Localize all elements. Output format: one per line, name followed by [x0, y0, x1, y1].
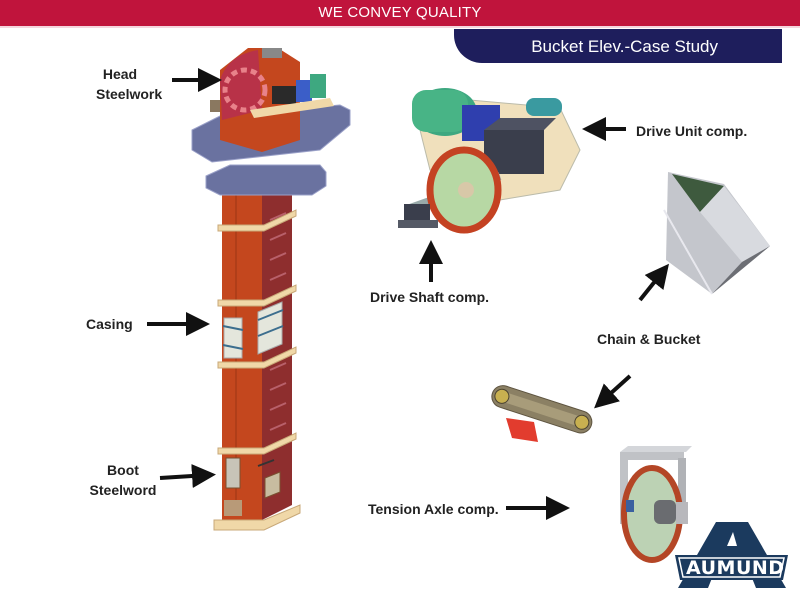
bucket-arrow-icon: [638, 263, 669, 302]
boot-steelwork-label-line2: Steelword: [89, 482, 157, 498]
elevator-casing-column: [213, 175, 301, 531]
drive-unit-label: Drive Unit comp.: [636, 123, 748, 139]
banner-divider: [0, 26, 800, 28]
boot-arrow-icon: [159, 464, 216, 488]
case-study-title-tab: Bucket Elev.-Case Study: [454, 29, 782, 63]
casing-label: Casing: [86, 316, 133, 332]
chain-arrow-icon: [594, 374, 632, 409]
case-study-title: Bucket Elev.-Case Study: [531, 37, 718, 56]
tagline-banner: WE CONVEY QUALITY: [0, 0, 800, 26]
boot-inspection-doors: [224, 457, 281, 516]
head-steelwork-label-line1: Head: [102, 66, 138, 82]
aumund-logo-text: AUMUND: [686, 557, 785, 579]
tagline-text: WE CONVEY QUALITY: [318, 4, 482, 21]
chain-bucket-label: Chain & Bucket: [597, 331, 701, 347]
boot-steelwork-label-line1: Boot: [107, 462, 139, 478]
boot-steelwork-label: Boot Steelword: [86, 460, 160, 500]
elevator-head-steelwork: [210, 48, 334, 152]
casing-inspection-panels: [222, 301, 284, 359]
drive-shaft-label: Drive Shaft comp.: [370, 289, 490, 305]
tension-axle-label: Tension Axle comp.: [368, 501, 499, 517]
